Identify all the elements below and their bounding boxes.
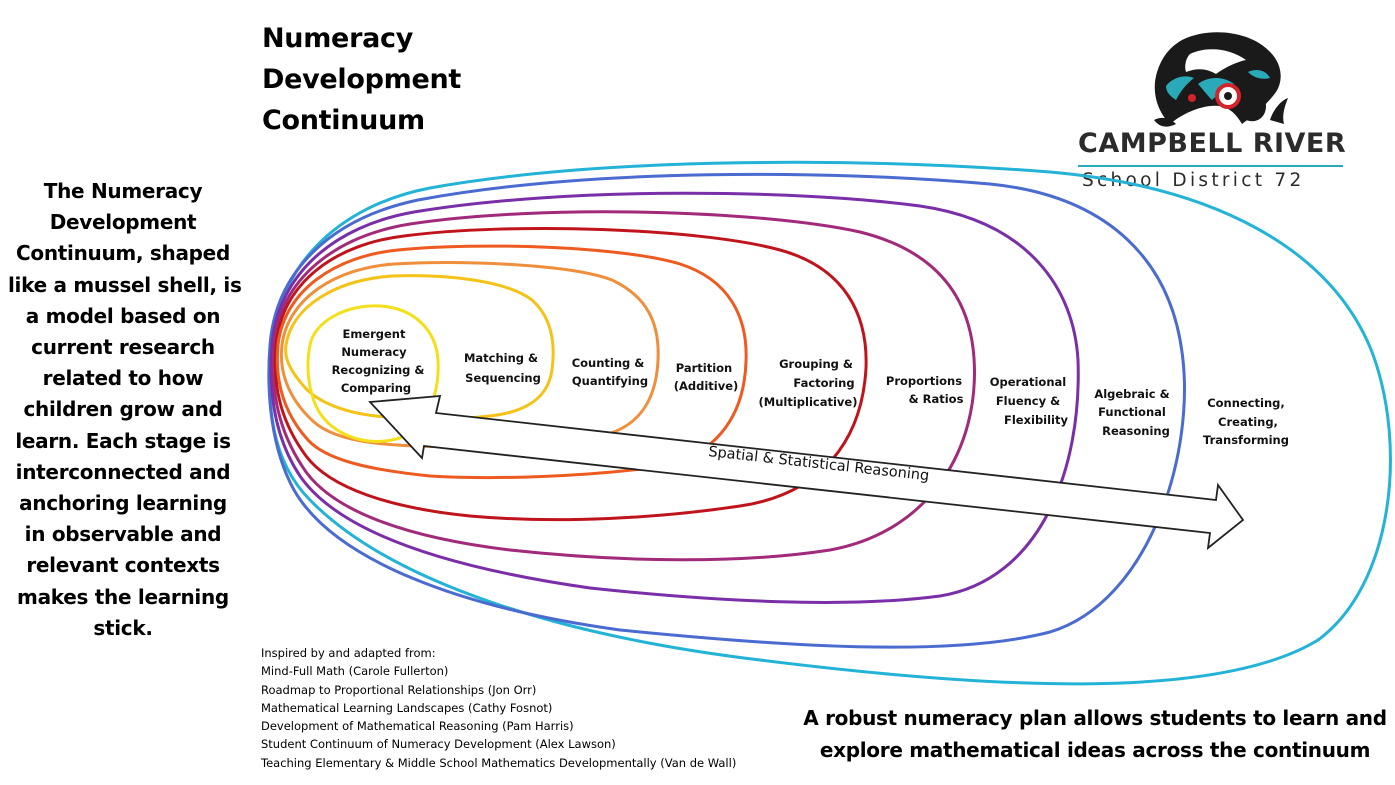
credit-line: Mathematical Learning Landscapes (Cathy … <box>261 700 553 715</box>
stage-loop-connecting <box>268 160 1392 686</box>
spatial-reasoning-arrow <box>368 394 1245 551</box>
district-name: CAMPBELL RIVER <box>1078 128 1347 159</box>
logo-divider <box>1078 165 1343 167</box>
stage-loop-operational <box>269 191 1080 604</box>
stage-loop-matching <box>284 274 555 421</box>
description-line: related to how <box>42 366 204 391</box>
stage-loop-proportions <box>271 210 976 562</box>
title-line: Development <box>262 64 462 95</box>
stage-label-partition: Partition (Additive) <box>674 361 739 393</box>
title-line: Continuum <box>262 105 425 136</box>
page-title: Numeracy Development Continuum <box>262 18 522 141</box>
stage-label-matching: Matching & Sequencing <box>464 351 542 385</box>
description-line: children grow and <box>23 397 223 422</box>
description-line: makes the learning <box>17 584 229 609</box>
description-line: a model based on <box>25 303 221 328</box>
stage-label-counting: Counting & Quantifying <box>572 356 649 388</box>
stage-label-proportions: Proportions & Ratios <box>886 374 966 406</box>
credits-list: Inspired by and adapted from: Mind-Full … <box>261 644 781 772</box>
description-line: The Numeracy <box>43 179 203 203</box>
numeracy-plan-note: A robust numeracy plan allows students t… <box>800 702 1390 766</box>
note-line: A robust numeracy plan allows students t… <box>803 706 1387 730</box>
stage-label-grouping: Grouping & Factoring (Multiplicative) <box>759 357 859 409</box>
stage-label-operational: Operational Fluency & Flexibility <box>990 375 1070 427</box>
stage-loop-partition <box>275 244 748 480</box>
credit-line: Mind-Full Math (Carole Fullerton) <box>261 664 449 679</box>
credit-line: Student Continuum of Numeracy Developmen… <box>261 737 616 752</box>
stage-label-algebraic: Algebraic & Functional Reasoning <box>1094 387 1173 438</box>
formline-salmon-icon <box>1154 32 1288 127</box>
description-line: in observable and <box>24 522 222 547</box>
description-line: anchoring learning <box>19 491 227 516</box>
description-line: relevant contexts <box>26 553 220 578</box>
district-logo <box>1154 32 1288 127</box>
title-line: Numeracy <box>262 23 414 54</box>
continuum-description: The Numeracy Development Continuum, shap… <box>8 176 242 644</box>
description-line: learn. Each stage is <box>15 428 231 453</box>
credit-line: Inspired by and adapted from: <box>261 646 436 660</box>
stage-label-emergent: Emergent Numeracy Recognizing & Comparin… <box>332 327 429 395</box>
stage-loop-algebraic <box>267 172 1186 649</box>
credit-line: Teaching Elementary & Middle School Math… <box>261 755 737 770</box>
stage-loop-counting <box>279 261 660 449</box>
credit-line: Roadmap to Proportional Relationships (J… <box>261 682 537 697</box>
credit-line: Development of Mathematical Reasoning (P… <box>261 719 574 734</box>
stage-label-connecting: Connecting, Creating, Transforming <box>1203 396 1289 447</box>
note-line: explore mathematical ideas across the co… <box>819 738 1371 762</box>
description-line: Development <box>49 210 197 235</box>
description-line: stick. <box>93 615 153 640</box>
description-line: Continuum, shaped <box>16 241 230 266</box>
description-line: interconnected and <box>15 459 231 484</box>
description-line: like a mussel shell, is <box>8 272 242 297</box>
stage-loop-grouping <box>273 226 868 522</box>
description-line: current research <box>31 335 215 360</box>
